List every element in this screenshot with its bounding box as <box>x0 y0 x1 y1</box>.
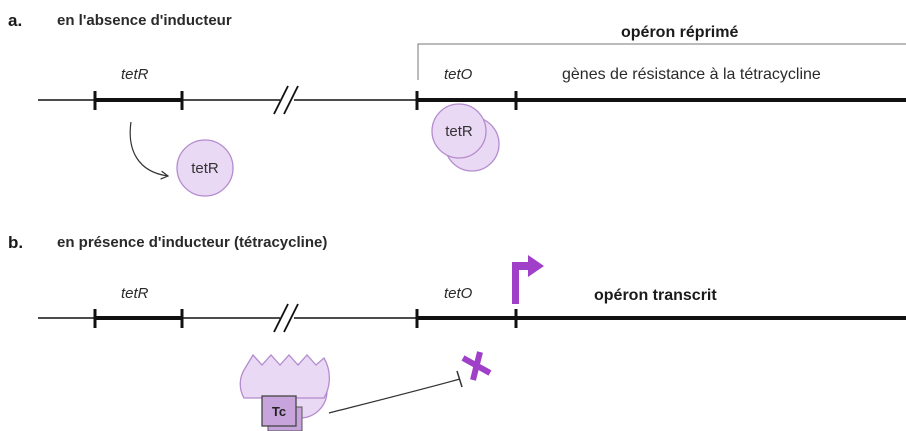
gene-label-tetR: tetR <box>121 66 149 83</box>
tc-label: Tc <box>272 404 286 419</box>
protein-label-bound: tetR <box>445 123 473 140</box>
blocked-x-icon <box>461 351 492 381</box>
tetR-deformed-protein <box>239 353 331 399</box>
expression-arrow <box>129 121 168 176</box>
tetR-protein-free: tetR <box>176 139 234 197</box>
inhibition-line <box>328 378 461 414</box>
protein-label-free: tetR <box>191 160 219 177</box>
resistance-genes-label: gènes de résistance à la tétracycline <box>562 66 821 83</box>
panel-a: a. en l'absence d'inducteur opéron répri… <box>8 11 906 197</box>
panel-b: b. en présence d'inducteur (tétracycline… <box>8 233 906 431</box>
dna-break-mark <box>273 85 299 115</box>
panel-a-title: en l'absence d'inducteur <box>57 12 232 29</box>
panel-b-letter: b. <box>8 233 23 252</box>
transcription-start-arrow-icon <box>512 255 544 304</box>
tetR-tetracycline-complex: Tc <box>239 353 331 431</box>
panel-b-title: en présence d'inducteur (tétracycline) <box>57 234 327 251</box>
operon-transcribed-label: opéron transcrit <box>594 287 717 304</box>
operon-bracket <box>417 43 906 80</box>
inhibition-bar <box>456 370 463 388</box>
panel-a-letter: a. <box>8 11 22 30</box>
operon-status-label: opéron réprimé <box>621 24 738 41</box>
gene-label-tetO: tetO <box>444 66 473 83</box>
gene-label-tetR-b: tetR <box>121 285 149 302</box>
tetR-protein-bound: tetR <box>431 103 500 172</box>
gene-label-tetO-b: tetO <box>444 285 473 302</box>
dna-break-mark-b <box>273 303 299 333</box>
tc-molecule-square <box>261 395 297 427</box>
